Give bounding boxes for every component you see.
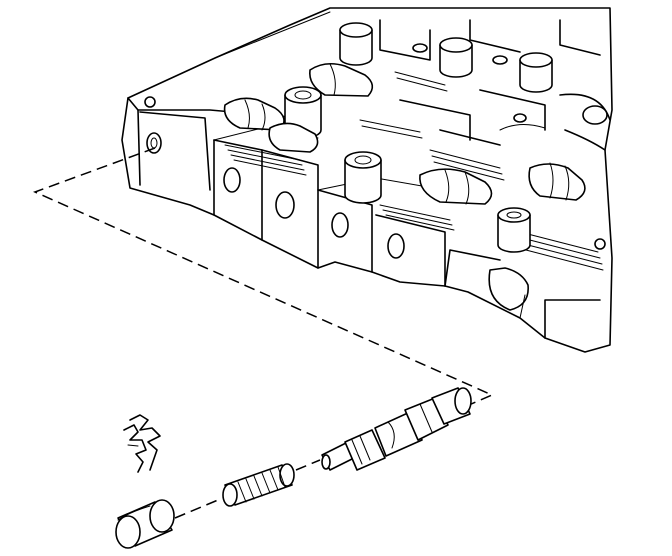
upper-casting-details: [379, 19, 611, 151]
valve-body-casting: [121, 7, 613, 353]
valve-spring: [222, 463, 295, 507]
bore-spools: [223, 62, 586, 205]
retaining-clip: [123, 414, 161, 473]
lower-right-cutout: [444, 238, 606, 339]
valve-spool: [321, 387, 472, 471]
bore-plug: [115, 499, 175, 549]
assembly-path-line: [33, 147, 494, 409]
side-face-bores: [213, 127, 446, 287]
channel-ridges: [224, 71, 604, 271]
assembly-path-line-lower: [174, 459, 321, 519]
cylinder-bosses: [284, 22, 553, 253]
